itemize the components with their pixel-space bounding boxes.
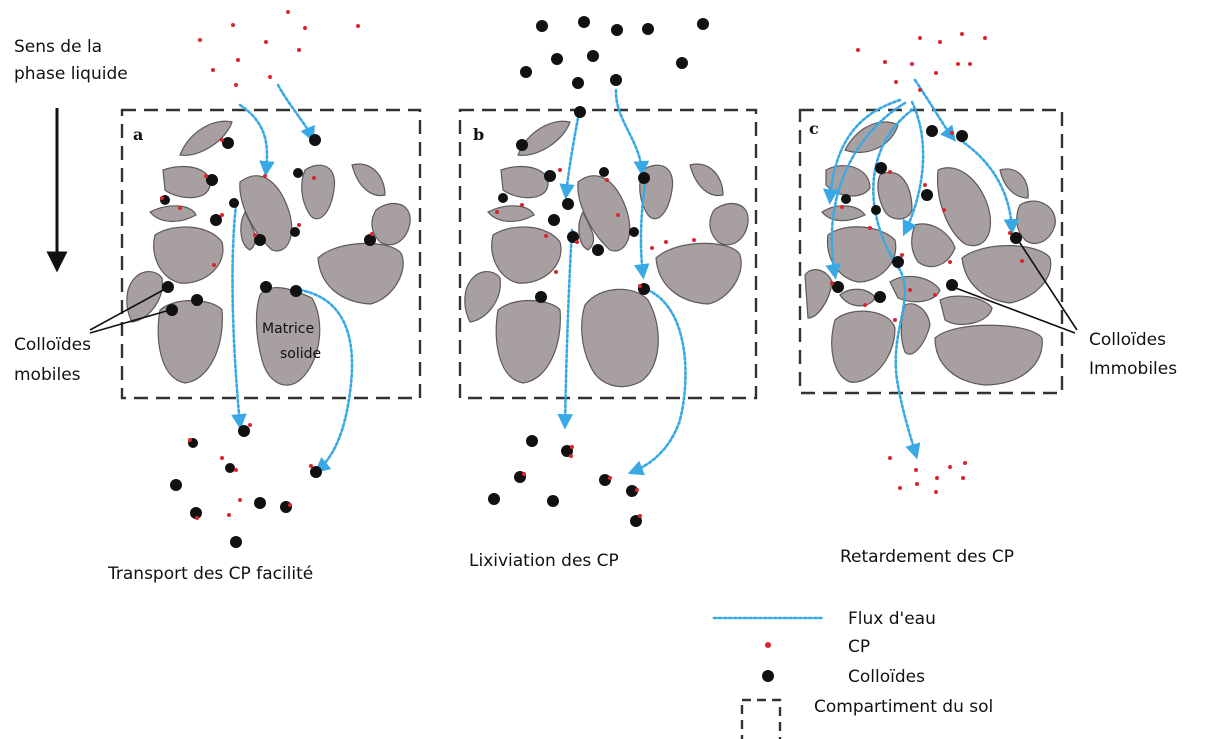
panel-letter-b: b [473, 125, 484, 144]
mobile-colloids-label-line2: mobiles [14, 365, 81, 385]
water-flows-b [557, 88, 687, 476]
solid-grains-b [464, 120, 749, 388]
panel-c: c [798, 32, 1064, 567]
immobile-colloids-label-line2: Immobiles [1089, 359, 1177, 379]
legend-soil-compartment-label: Compartiment du sol [814, 697, 993, 717]
colloids-a [160, 134, 376, 548]
water-flows-a [231, 83, 354, 473]
caption-c: Retardement des CP [840, 547, 1014, 567]
water-flows-c [823, 78, 1020, 460]
caption-b: Lixiviation des CP [469, 551, 619, 571]
legend-colloids-label: Colloïdes [848, 667, 925, 687]
immobile-colloids-label-line1: Colloïdes [1089, 330, 1166, 350]
immobile-colloids-annotation: Colloïdes Immobiles [952, 239, 1177, 379]
solid-grains-c [804, 121, 1056, 386]
colloids-b [488, 16, 709, 527]
mobile-colloids-annotation: Colloïdes mobiles [14, 287, 171, 385]
panel-letter-c: c [809, 119, 819, 138]
panel-b: b [458, 16, 758, 571]
legend-cp-label: CP [848, 637, 870, 657]
soil-compartment-b [458, 108, 758, 400]
panel-a: a Matrice solide [107, 10, 422, 584]
phase-direction-label-line1: Sens de la [14, 37, 102, 57]
soil-compartment-c [798, 108, 1064, 395]
mobile-colloids-label-line1: Colloïdes [14, 335, 91, 355]
cp-particles-a [160, 10, 374, 520]
solid-matrix-label-line2: solide [280, 346, 321, 362]
solid-grains-a [126, 120, 411, 386]
solid-matrix-label-line1: Matrice [262, 321, 314, 337]
caption-a: Transport des CP facilité [107, 564, 313, 584]
phase-direction-label-line2: phase liquide [14, 64, 128, 84]
legend: Flux d'eau CP Colloïdes Compartiment du … [712, 609, 993, 739]
legend-water-flow-label: Flux d'eau [848, 609, 936, 629]
legend-soil-compartment-swatch [740, 698, 782, 739]
panel-letter-a: a [133, 125, 143, 144]
legend-colloid-swatch [762, 670, 774, 682]
cp-particles-c [830, 32, 1024, 494]
cp-particles-b [495, 168, 696, 518]
legend-cp-swatch [765, 642, 771, 648]
soil-compartment-a [120, 108, 422, 400]
